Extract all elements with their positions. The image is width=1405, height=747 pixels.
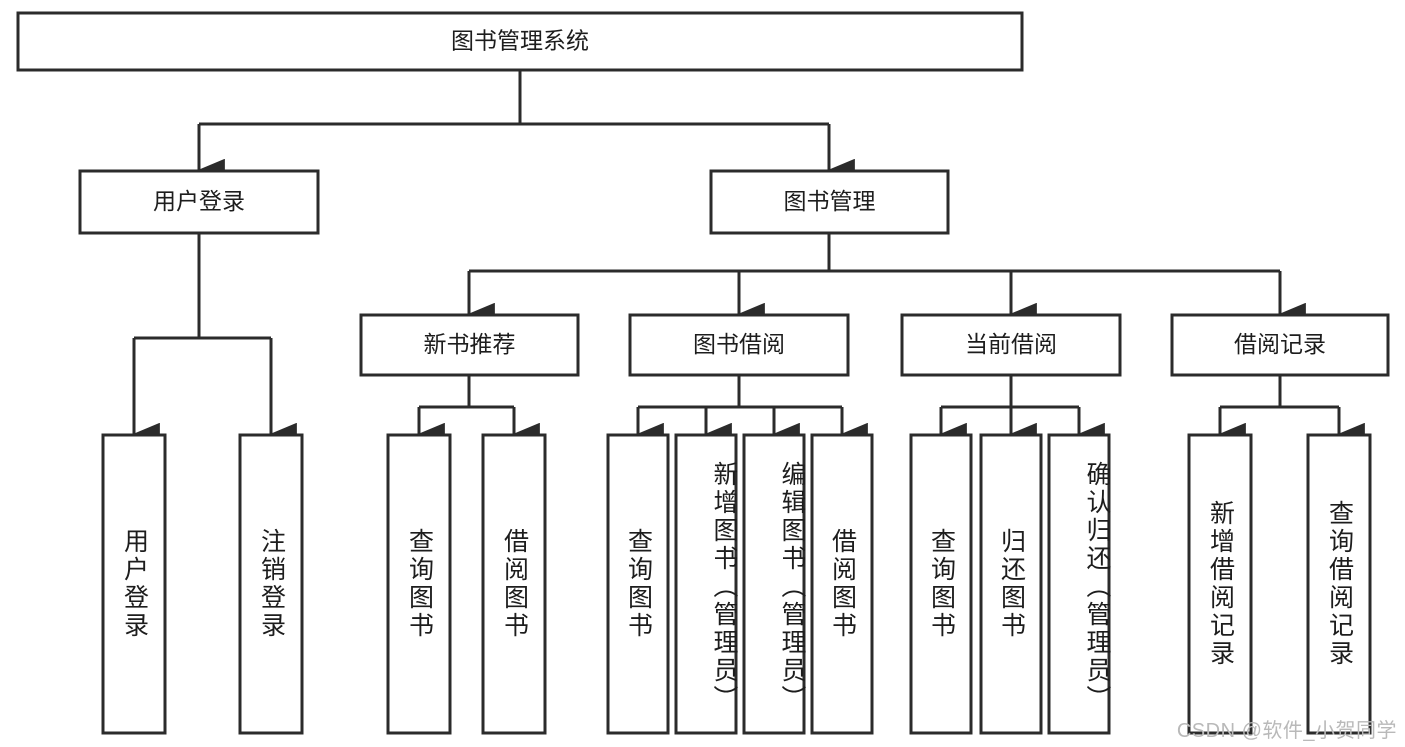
level3-node-0[interactable]	[359, 313, 580, 377]
leaf-node-4[interactable]	[606, 433, 670, 735]
leaf-node-5[interactable]	[674, 433, 738, 735]
root-node[interactable]	[16, 11, 1024, 72]
level2-node-1[interactable]	[709, 169, 950, 235]
edges-layer	[132, 70, 1365, 446]
edge-root-to-level2	[197, 70, 855, 182]
level3-node-2[interactable]	[900, 313, 1122, 377]
edge-book-manage-to-level3	[467, 233, 1306, 326]
leaf-node-7[interactable]	[810, 433, 874, 735]
edge-current-to-leaves	[939, 375, 1105, 446]
leaf-node-11[interactable]	[1187, 433, 1253, 735]
level2-node-0[interactable]	[78, 169, 320, 235]
level3-node-label-1: 图书借阅	[693, 331, 785, 357]
leaf-node-3[interactable]	[481, 433, 547, 735]
level3-node-3[interactable]	[1170, 313, 1390, 377]
level2-node-label-0: 用户登录	[153, 188, 245, 214]
level3-node-1[interactable]	[628, 313, 850, 377]
leaf-node-9[interactable]	[979, 433, 1043, 735]
leaf-node-12[interactable]	[1306, 433, 1372, 735]
edge-borrow-to-leaves	[636, 375, 868, 446]
watermark-text: CSDN @软件_小贺同学	[1176, 720, 1397, 742]
level2-node-label-1: 图书管理	[784, 188, 876, 214]
edge-user-login-to-leaves	[132, 233, 297, 446]
leaf-node-10[interactable]	[1047, 433, 1111, 735]
leaf-node-6[interactable]	[742, 433, 806, 735]
leaf-node-8[interactable]	[909, 433, 973, 735]
leaf-node-1[interactable]	[238, 433, 304, 735]
level3-node-label-0: 新书推荐	[424, 331, 516, 357]
leaf-node-0[interactable]	[101, 433, 167, 735]
root-node-label: 图书管理系统	[451, 28, 589, 54]
level3-node-label-2: 当前借阅	[965, 331, 1057, 357]
level3-node-label-3: 借阅记录	[1234, 331, 1326, 357]
edge-records-to-leaves	[1218, 375, 1365, 446]
boxes-layer	[16, 11, 1390, 735]
edge-new-books-to-leaves	[417, 375, 540, 446]
leaf-node-2[interactable]	[386, 433, 452, 735]
